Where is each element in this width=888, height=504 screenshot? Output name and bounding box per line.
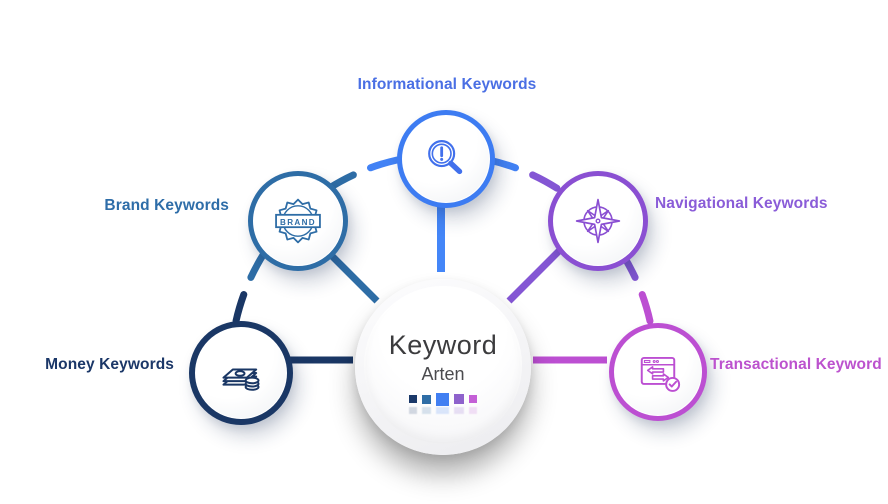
legend-square-money (409, 395, 417, 403)
spoke-brand (323, 247, 380, 304)
cash-stack-icon (222, 368, 260, 391)
node-transactional (609, 323, 707, 421)
magnifier-alert-icon (428, 140, 463, 175)
node-label-money: Money Keywords (45, 356, 174, 373)
hub-subtitle: Arten (421, 364, 465, 384)
brand-badge-text: BRAND (280, 218, 316, 227)
legend-squares-reflection (409, 407, 477, 414)
legend-square-informational (436, 392, 449, 406)
legend-square-transactional (469, 395, 477, 403)
brand-badge-icon: BRAND (275, 198, 321, 244)
node-label-transactional: Transactional Keyword (710, 356, 882, 373)
node-navigational (548, 171, 648, 271)
central-hub: Keyword Arten (355, 279, 531, 455)
compass-icon (575, 198, 621, 244)
node-label-navigational: Navigational Keywords (655, 195, 828, 212)
node-informational (397, 110, 495, 208)
legend-square-brand (422, 394, 431, 404)
node-label-brand: Brand Keywords (104, 197, 229, 214)
node-plate (403, 116, 489, 202)
arc-navigational-informational (529, 171, 561, 192)
arc-transactional-navigational (638, 291, 654, 325)
node-label-informational: Informational Keywords (357, 76, 537, 93)
arc-informational-brand (367, 156, 401, 172)
node-money (189, 321, 293, 425)
legend-square-navigational (454, 394, 464, 404)
browser-exchange-icon (640, 356, 681, 392)
spoke-navigational (506, 247, 563, 304)
node-brand: BRAND (248, 171, 348, 271)
color-legend-squares (409, 392, 477, 406)
central-hub-plate: Keyword Arten (364, 286, 522, 444)
arc-money-brand (232, 291, 248, 325)
hub-title: Keyword (388, 330, 498, 360)
